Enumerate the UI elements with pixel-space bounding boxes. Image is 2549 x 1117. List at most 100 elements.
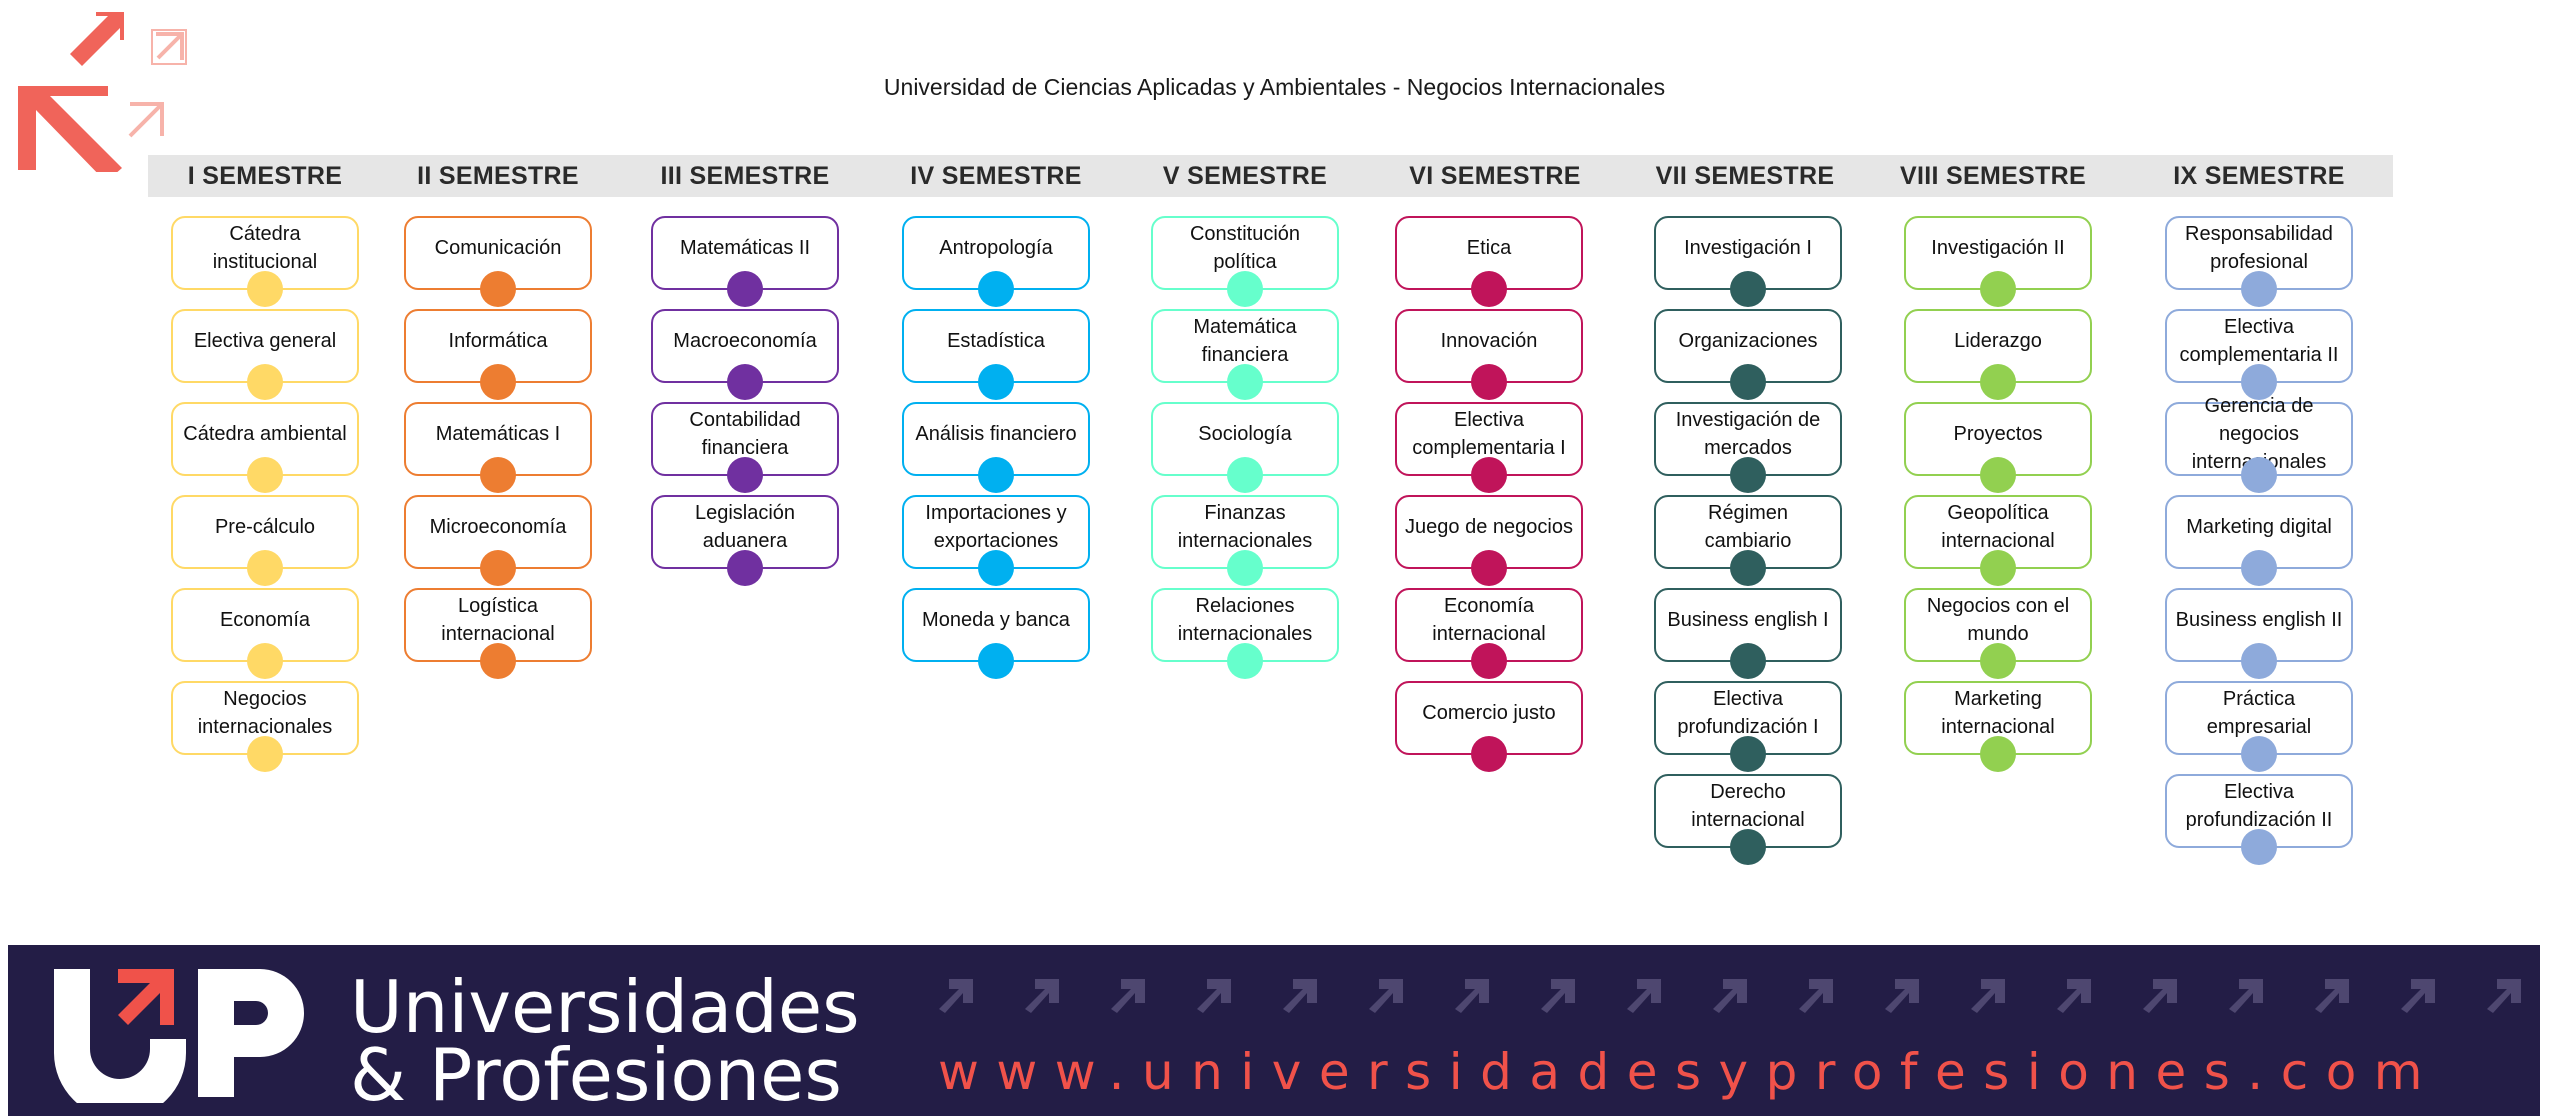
arrow-pattern-mark: [2401, 979, 2435, 1013]
course-card: Electiva profundización II: [2165, 774, 2353, 865]
course-dot: [2241, 457, 2277, 493]
course-label: Marketing digital: [2186, 516, 2332, 538]
arrow-pattern-mark: [1455, 979, 1489, 1013]
course-card: Economía internacional: [1395, 588, 1583, 679]
course-label: Análisis financiero: [915, 423, 1077, 445]
arrow-pattern-mark: [2487, 979, 2521, 1013]
course-label: Investigación II: [1931, 237, 2065, 259]
course-dot: [1980, 457, 2016, 493]
course-label: Relaciones internacionales: [1177, 595, 1313, 645]
course-dot: [247, 364, 283, 400]
course-label: Antropología: [939, 237, 1053, 259]
course-dot: [247, 457, 283, 493]
course-label: Macroeconomía: [673, 330, 817, 352]
course-dot: [1730, 364, 1766, 400]
arrow-pattern-mark: [1627, 979, 1661, 1013]
course-dot: [1471, 457, 1507, 493]
course-label: Cátedra institucional: [212, 223, 318, 273]
course-label: Régimen cambiario: [1704, 502, 1792, 552]
page-title: Universidad de Ciencias Aplicadas y Ambi…: [883, 74, 1666, 100]
course-dot: [1471, 271, 1507, 307]
arrow-pattern-mark: [2229, 979, 2263, 1013]
course-label: Matemáticas I: [435, 423, 561, 445]
arrow-pattern-mark: [2315, 979, 2349, 1013]
course-card: Contabilidad financiera: [651, 402, 839, 493]
semester-header: VIII SEMESTRE: [1900, 162, 2086, 190]
course-dot: [480, 364, 516, 400]
footer-banner: Universidades & Profesiones www.universi…: [8, 945, 2540, 1116]
up-logo-icon: [54, 969, 304, 1103]
course-dot: [978, 364, 1014, 400]
semester-header: VII SEMESTRE: [1655, 162, 1835, 190]
course-dot: [978, 550, 1014, 586]
course-card: Electiva complementaria I: [1395, 402, 1583, 493]
course-card: Pre-cálculo: [171, 495, 359, 586]
course-card: Etica: [1395, 216, 1583, 307]
course-card: Macroeconomía: [651, 309, 839, 400]
arrow-pattern-mark: [939, 979, 973, 1013]
course-label: Contabilidad financiera: [689, 409, 801, 459]
course-card: Innovación: [1395, 309, 1583, 400]
course-dot: [1980, 550, 2016, 586]
website-url[interactable]: www.universidadesyprofesiones.com: [938, 1043, 2440, 1101]
course-label: Derecho internacional: [1691, 781, 1805, 831]
course-dot: [1227, 550, 1263, 586]
course-dot: [480, 271, 516, 307]
arrow-pattern-mark: [1283, 979, 1317, 1013]
course-label: Sociología: [1198, 423, 1292, 445]
orange-arrows-icon: [18, 12, 187, 172]
semester-header: IV SEMESTRE: [910, 162, 1082, 190]
course-card: Responsabilidad profesional: [2165, 216, 2353, 307]
course-card: Relaciones internacionales: [1151, 588, 1339, 679]
course-dot: [1730, 271, 1766, 307]
course-label: Práctica empresarial: [2206, 688, 2312, 738]
arrow-pattern-mark: [1885, 979, 1919, 1013]
course-card: Business english I: [1654, 588, 1842, 679]
course-card: Comercio justo: [1395, 681, 1583, 772]
course-label: Pre-cálculo: [214, 516, 316, 538]
course-label: Comercio justo: [1422, 702, 1556, 724]
semester-header-bar: [148, 155, 2393, 197]
arrow-pattern-mark: [2143, 979, 2177, 1013]
course-card: Business english II: [2165, 588, 2353, 679]
arrow-pattern-mark: [1971, 979, 2005, 1013]
arrow-pattern-mark: [1369, 979, 1403, 1013]
course-label: Electiva complementaria I: [1412, 409, 1566, 459]
course-dot: [247, 736, 283, 772]
course-dot: [1227, 364, 1263, 400]
course-card: Finanzas internacionales: [1151, 495, 1339, 586]
course-dot: [2241, 271, 2277, 307]
course-card: Investigación II: [1904, 216, 2092, 307]
semester-header: II SEMESTRE: [417, 162, 579, 190]
course-card: Matemática financiera: [1151, 309, 1339, 400]
course-dot: [727, 457, 763, 493]
course-dot: [2241, 736, 2277, 772]
course-dot: [1730, 643, 1766, 679]
course-dot: [480, 643, 516, 679]
course-dot: [727, 550, 763, 586]
course-dot: [1227, 643, 1263, 679]
course-card: Régimen cambiario: [1654, 495, 1842, 586]
course-label: Geopolítica internacional: [1941, 502, 2055, 552]
arrow-pattern-mark: [1111, 979, 1145, 1013]
course-label: Business english II: [2175, 609, 2343, 631]
course-card: Negocios internacionales: [171, 681, 359, 772]
course-card: Proyectos: [1904, 402, 2092, 493]
course-label: Importaciones y exportaciones: [925, 502, 1067, 552]
course-label: Juego de negocios: [1405, 516, 1573, 538]
course-dot: [1471, 364, 1507, 400]
course-dot: [2241, 643, 2277, 679]
course-label: Finanzas internacionales: [1177, 502, 1313, 552]
course-card: Negocios con el mundo: [1904, 588, 2092, 679]
course-card: Práctica empresarial: [2165, 681, 2353, 772]
course-dot: [727, 364, 763, 400]
course-card: Gerencia de negocios internacionales: [2165, 395, 2353, 493]
course-dot: [978, 643, 1014, 679]
course-label: Economía: [219, 609, 311, 631]
course-card: Derecho internacional: [1654, 774, 1842, 865]
course-card: Juego de negocios: [1395, 495, 1583, 586]
course-dot: [2241, 550, 2277, 586]
course-label: Business english I: [1667, 609, 1829, 631]
course-dot: [1980, 364, 2016, 400]
course-label: Electiva general: [193, 330, 337, 352]
